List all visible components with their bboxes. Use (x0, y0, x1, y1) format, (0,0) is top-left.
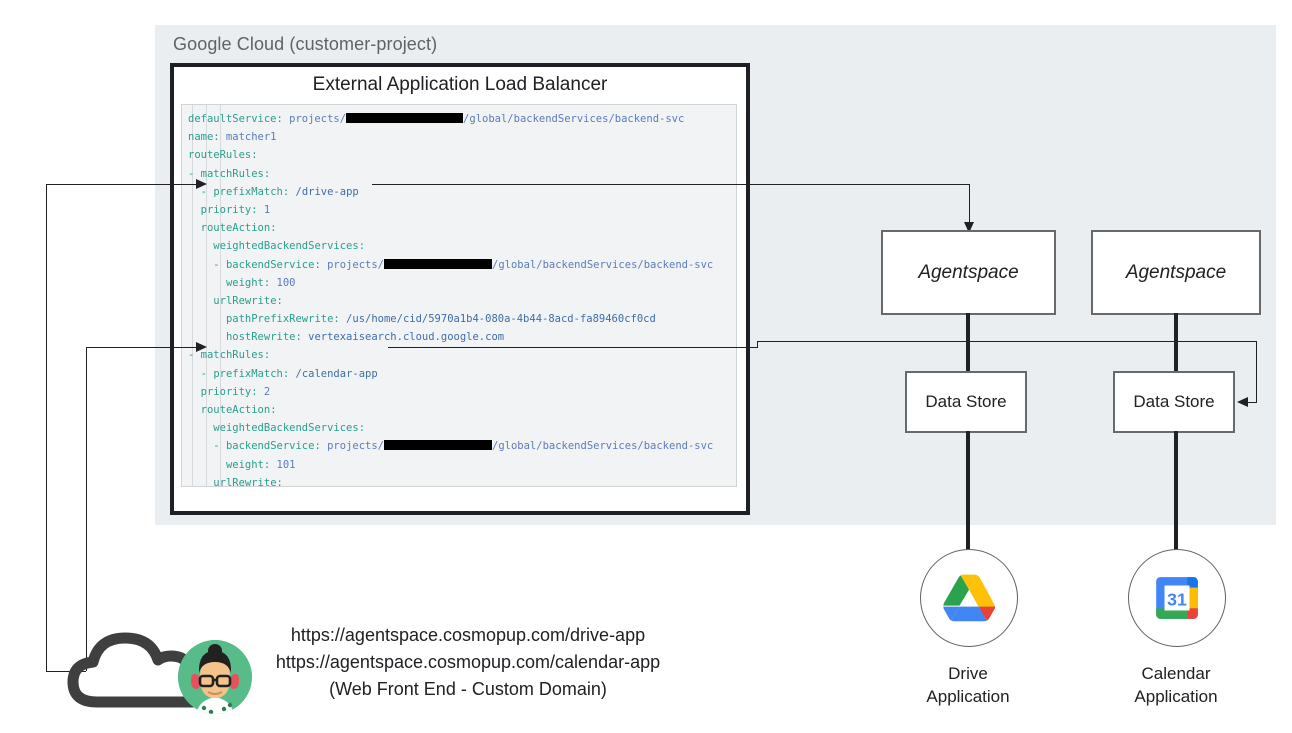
url-calendar-app: https://agentspace.cosmopup.com/calendar… (275, 652, 661, 672)
yaml-line: - matchRules: (188, 167, 271, 180)
drive-route-line-v (969, 184, 971, 224)
calendar-application-circle[interactable]: 31 (1128, 549, 1226, 647)
google-calendar-icon: 31 (1156, 577, 1198, 619)
agentspace-left-label: Agentspace (918, 261, 1019, 283)
load-balancer-title: External Application Load Balancer (312, 74, 608, 95)
yaml-line: routeAction: (200, 222, 277, 235)
drive-application-label-line1: Drive (948, 664, 988, 683)
google-cloud-panel-title: Google Cloud (customer-project) (173, 34, 438, 54)
client-to-lb-vertical-calendar (86, 347, 88, 671)
datastore-node-right[interactable]: Data Store (1113, 371, 1235, 433)
client-user-avatar (178, 640, 252, 714)
yaml-line: hostRewrite: vertexaisearch.cloud.google… (225, 331, 505, 344)
calendar-route-line-h2 (757, 341, 1257, 343)
yaml-line: - prefixMatch: /calendar-app (200, 367, 378, 380)
agentspace-node-left[interactable]: Agentspace (881, 230, 1056, 315)
yaml-line: routeRules: (188, 149, 258, 162)
yaml-line: weight: 101 (225, 458, 296, 471)
calendar-application-label-line1: Calendar (1141, 664, 1211, 683)
client-to-lb-horizontal-drive (46, 184, 202, 186)
calendar-rule-line (86, 347, 202, 349)
calendar-route-line-v1 (757, 341, 759, 348)
yaml-line: weightedBackendServices: (213, 240, 366, 253)
calendar-route-line-h3 (1248, 402, 1257, 404)
web-front-end-caption: (Web Front End - Custom Domain) (329, 679, 607, 699)
calendar-application-label: Calendar Application (1096, 662, 1256, 708)
yaml-line: - backendService: projects//global/backe… (213, 440, 714, 453)
yaml-line: routeAction: (200, 404, 277, 416)
client-to-lb-horizontal-calendar (46, 671, 86, 673)
url-map-yaml-panel: defaultService: projects//global/backend… (181, 104, 737, 487)
datastore-right-to-calendar-link (1174, 431, 1178, 551)
datastore-right-label: Data Store (1133, 392, 1215, 411)
agentspace-left-to-datastore-link (966, 313, 970, 385)
drive-application-circle[interactable] (920, 549, 1018, 647)
yaml-line: defaultService: projects//global/backend… (188, 113, 685, 125)
svg-text:31: 31 (1167, 589, 1187, 609)
url-map-yaml-code: defaultService: projects//global/backend… (188, 110, 714, 487)
yaml-line: name: matcher1 (188, 131, 277, 144)
calendar-application-label-line2: Application (1134, 687, 1218, 706)
calendar-route-line-h1 (388, 347, 758, 349)
calendar-rule-arrowhead (196, 342, 207, 352)
drive-application-label-line2: Application (926, 687, 1010, 706)
datastore-node-left[interactable]: Data Store (905, 371, 1027, 433)
yaml-line: priority: 2 (200, 385, 271, 398)
agentspace-node-right[interactable]: Agentspace (1091, 230, 1261, 315)
google-drive-icon (943, 574, 995, 622)
calendar-route-line-v2 (1256, 341, 1258, 402)
datastore-left-label: Data Store (925, 392, 1007, 411)
drive-application-label: Drive Application (888, 662, 1048, 708)
drive-rule-arrowhead (196, 179, 207, 189)
drive-route-line-h (372, 184, 970, 186)
datastore-left-to-drive-link (966, 431, 970, 551)
yaml-line: priority: 1 (200, 203, 271, 216)
yaml-line: - matchRules: (188, 349, 271, 362)
client-url-captions: https://agentspace.cosmopup.com/drive-ap… (258, 622, 678, 703)
yaml-line: weight: 100 (225, 276, 296, 289)
yaml-line: pathPrefixRewrite: /us/home/cid/5970a1b4… (225, 313, 656, 326)
drive-route-arrowhead (964, 222, 974, 233)
yaml-line: urlRewrite: (213, 476, 283, 487)
url-drive-app: https://agentspace.cosmopup.com/drive-ap… (290, 625, 646, 645)
client-to-lb-vertical-drive (46, 184, 48, 671)
calendar-route-arrowhead (1237, 397, 1248, 407)
agentspace-right-label: Agentspace (1125, 261, 1227, 283)
yaml-line: - prefixMatch: /drive-app (200, 185, 359, 198)
yaml-line: - backendService: projects//global/backe… (213, 258, 714, 271)
agentspace-right-to-datastore-link (1174, 313, 1178, 385)
yaml-line: weightedBackendServices: (213, 422, 366, 435)
yaml-line: urlRewrite: (213, 294, 283, 307)
